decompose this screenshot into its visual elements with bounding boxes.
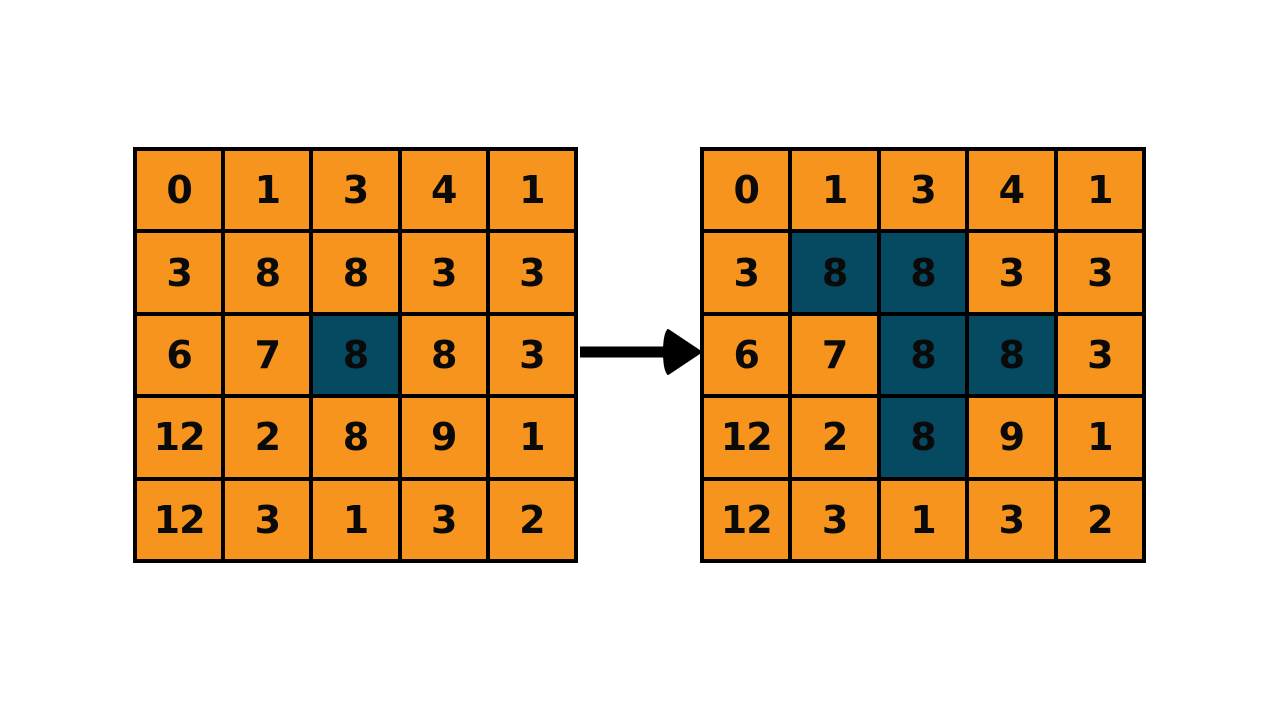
grid-cell: 3 xyxy=(792,480,877,559)
grid-cell: 3 xyxy=(704,233,789,312)
grid-cell: 3 xyxy=(225,480,310,559)
grid-cell: 4 xyxy=(969,151,1054,230)
grid-cell: 8 xyxy=(880,398,966,477)
grid-cell: 8 xyxy=(880,315,966,395)
grid-cell: 1 xyxy=(792,151,877,230)
grid-cell: 9 xyxy=(401,398,486,477)
grid-cell: 7 xyxy=(792,315,877,395)
grid-cell: 1 xyxy=(880,480,966,559)
grid-cell: 3 xyxy=(313,151,398,230)
grid-cell: 8 xyxy=(313,233,398,312)
grid-cell: 1 xyxy=(313,480,398,559)
grid-cell: 8 xyxy=(792,233,877,312)
grid-cell: 3 xyxy=(489,233,574,312)
grid-cell: 12 xyxy=(704,398,789,477)
grid-cell: 3 xyxy=(1057,315,1142,395)
grid-cell: 1 xyxy=(1057,151,1142,230)
grid-cell: 1 xyxy=(225,151,310,230)
grid-cell: 8 xyxy=(401,315,486,395)
grid-cell: 2 xyxy=(1057,480,1142,559)
grid-cell: 1 xyxy=(489,151,574,230)
grid-cell: 1 xyxy=(1057,398,1142,477)
grid-cell: 3 xyxy=(401,480,486,559)
grid-cell: 3 xyxy=(137,233,222,312)
grid-cell: 3 xyxy=(489,315,574,395)
grid-cell: 6 xyxy=(704,315,789,395)
grid-cell: 9 xyxy=(969,398,1054,477)
grid-cell: 2 xyxy=(489,480,574,559)
grid-cell: 8 xyxy=(313,315,398,395)
grid-cell: 8 xyxy=(880,233,966,312)
arrow-right-icon xyxy=(580,329,702,375)
grid-cell: 3 xyxy=(1057,233,1142,312)
grid-cell: 12 xyxy=(137,398,222,477)
grid-cell: 3 xyxy=(969,480,1054,559)
grid-cell: 12 xyxy=(137,480,222,559)
grid-cell: 8 xyxy=(225,233,310,312)
grid-cell: 0 xyxy=(137,151,222,230)
grid-cell: 8 xyxy=(313,398,398,477)
grid-cell: 6 xyxy=(137,315,222,395)
grid-cell: 4 xyxy=(401,151,486,230)
grid-cell: 3 xyxy=(401,233,486,312)
grid-cell: 0 xyxy=(704,151,789,230)
grid-cell: 7 xyxy=(225,315,310,395)
grid-cell: 1 xyxy=(489,398,574,477)
grid-cell: 2 xyxy=(792,398,877,477)
grid-cell: 8 xyxy=(969,315,1054,395)
grid-cell: 3 xyxy=(969,233,1054,312)
grid-cell: 12 xyxy=(704,480,789,559)
grid-cell: 2 xyxy=(225,398,310,477)
grid-cell: 3 xyxy=(880,151,966,230)
